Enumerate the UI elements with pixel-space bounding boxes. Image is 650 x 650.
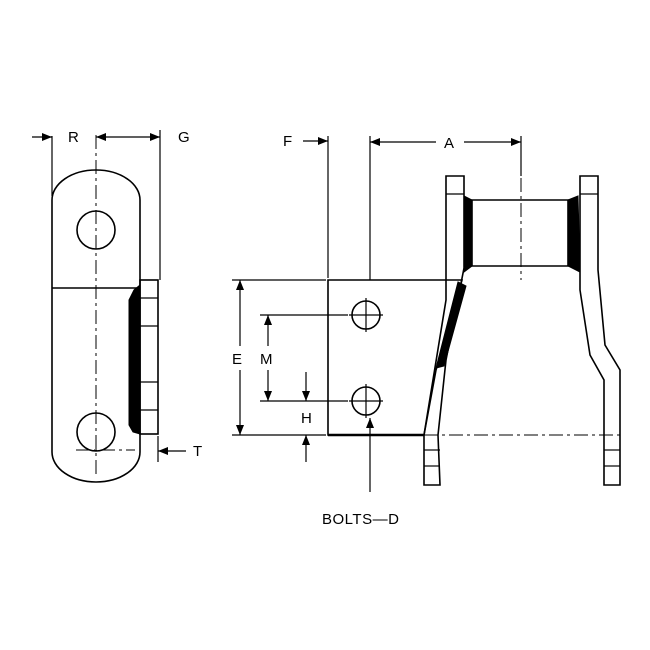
m-arrow-top — [264, 315, 272, 325]
right-link-plate — [579, 175, 621, 486]
link-plate-outline — [51, 169, 141, 483]
label-g: G — [178, 129, 190, 146]
g-arrow-left — [96, 133, 106, 141]
label-f: F — [283, 133, 293, 150]
label-a: A — [444, 135, 455, 152]
e-arrow-top — [236, 280, 244, 290]
e-arrow-bottom — [236, 425, 244, 435]
left-link-plate — [423, 175, 465, 486]
h-arrow-bottom — [302, 435, 310, 445]
bolts-leader-arrow — [366, 418, 374, 428]
a-arrow-right — [511, 138, 521, 146]
roller — [471, 199, 569, 267]
attachment-plate-edge — [139, 279, 159, 435]
label-t: T — [193, 443, 203, 460]
a-arrow-left — [370, 138, 380, 146]
h-arrow-top — [302, 391, 310, 401]
f-arrow — [318, 137, 328, 145]
attachment-weld-bead — [435, 281, 467, 369]
label-m: M — [260, 351, 273, 368]
m-arrow-bottom — [264, 391, 272, 401]
label-r: R — [68, 129, 79, 146]
side-view: R G T — [32, 129, 203, 483]
label-h: H — [301, 410, 312, 427]
g-arrow-right — [150, 133, 160, 141]
front-view: F A — [232, 133, 622, 528]
left-roller-weld — [463, 195, 473, 273]
right-roller-weld — [567, 195, 581, 273]
label-bolts-d: BOLTS—D — [322, 511, 399, 528]
label-e: E — [232, 351, 243, 368]
side-weld-bead — [128, 283, 141, 435]
t-arrow — [158, 447, 168, 455]
r-arrow — [42, 133, 52, 141]
